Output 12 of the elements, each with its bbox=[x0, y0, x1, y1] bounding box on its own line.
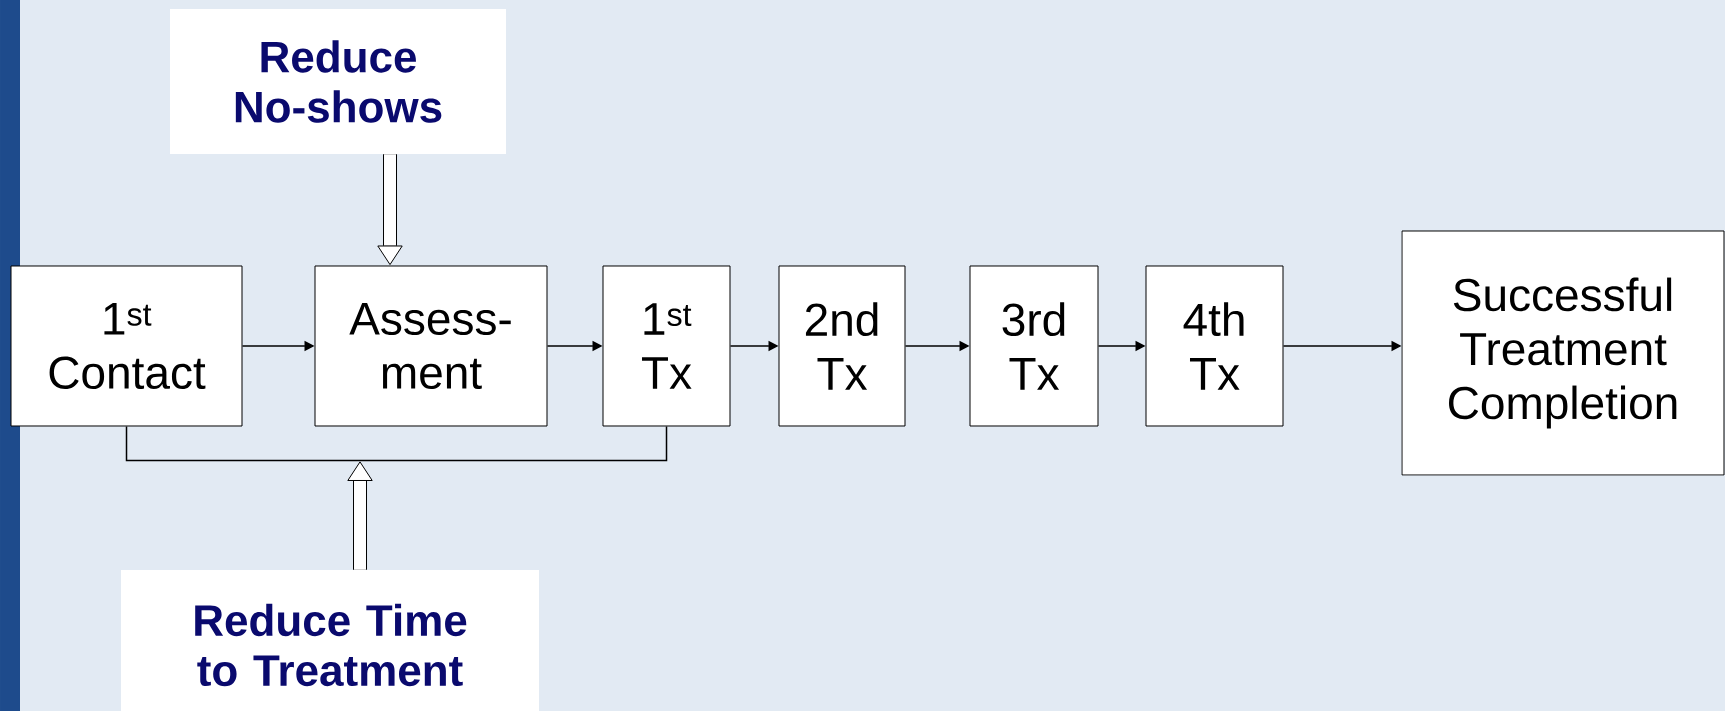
process-box: 2nd Tx bbox=[778, 265, 906, 427]
process-box: 1$^{st}$ Tx bbox=[602, 265, 731, 427]
callout-box: Reduce No-shows bbox=[170, 9, 506, 154]
process-box: 4th Tx bbox=[1145, 265, 1284, 427]
process-box: Successful Treatment Completion bbox=[1401, 230, 1725, 476]
bracket-line bbox=[125, 425, 668, 462]
process-box: 3rd Tx bbox=[969, 265, 1099, 427]
callout-box: Reduce Time to Treatment bbox=[121, 570, 539, 711]
hollow-arrow bbox=[347, 461, 373, 570]
hollow-arrow bbox=[377, 154, 403, 266]
process-box: Assess- ment bbox=[314, 265, 548, 427]
process-box: 1$^{st}$ Contact bbox=[10, 265, 243, 427]
